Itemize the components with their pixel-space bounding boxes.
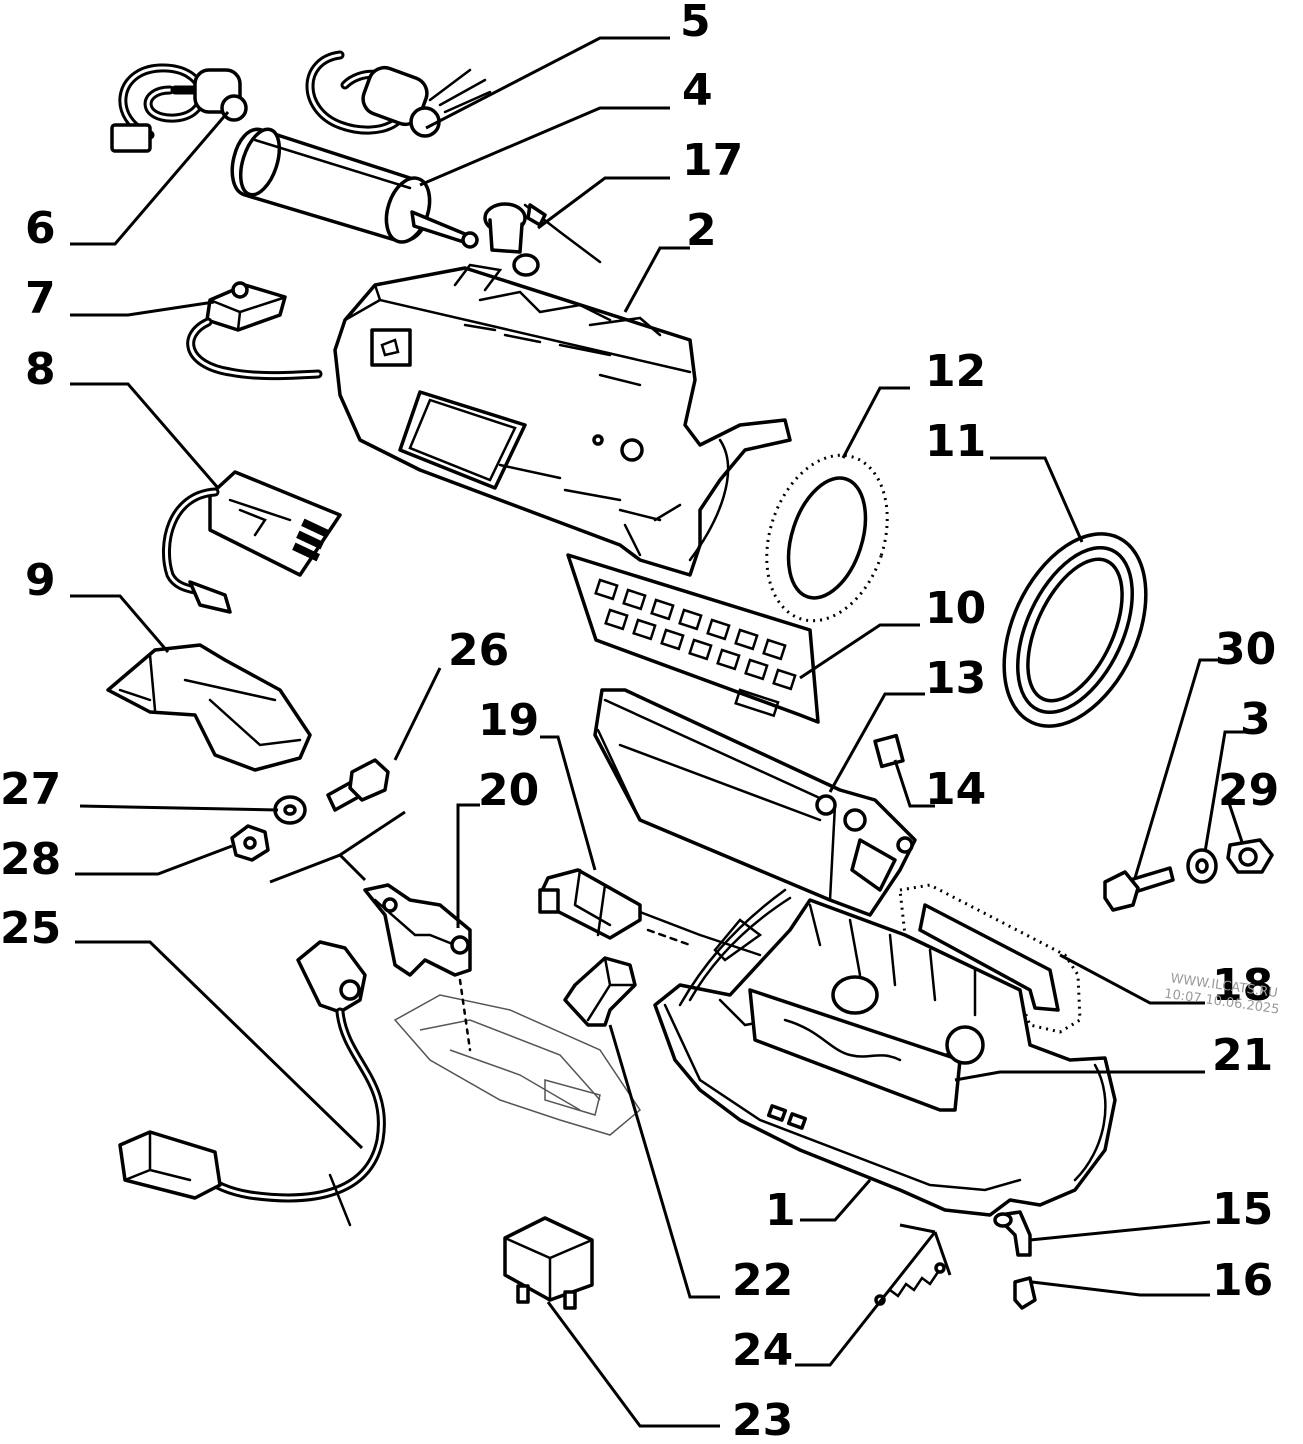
- callout-14: 14: [925, 764, 986, 815]
- callout-6: 6: [25, 203, 56, 254]
- part-7-sensor: [186, 281, 323, 381]
- leader-13: [828, 692, 925, 793]
- part-10-filter-grid: [566, 553, 820, 724]
- part-23-relay: [503, 1216, 594, 1310]
- leader-14: [893, 759, 935, 808]
- callout-4: 4: [682, 65, 713, 116]
- leader-4: [419, 106, 670, 187]
- part-8-control-module: [161, 470, 342, 614]
- leader-1: [800, 1179, 872, 1222]
- leader-25: [75, 940, 364, 1150]
- part-9-flap-bracket: [106, 643, 312, 772]
- callout-8: 8: [25, 344, 56, 395]
- callout-27: 27: [0, 764, 61, 815]
- part-18-gasket-frame: [898, 883, 1082, 1034]
- leader-19: [540, 735, 597, 871]
- leader-2: [623, 246, 690, 313]
- part-11-rubber-ring: [1002, 532, 1148, 728]
- leader-28: [75, 844, 233, 876]
- leader-29: [1225, 798, 1244, 843]
- callout-11: 11: [925, 416, 986, 467]
- leader-9: [70, 594, 170, 653]
- callout-1: 1: [765, 1185, 796, 1236]
- callout-13: 13: [925, 653, 986, 704]
- leader-16: [1031, 1280, 1210, 1297]
- callout-17: 17: [682, 135, 743, 186]
- callout-2: 2: [686, 205, 717, 256]
- callout-5: 5: [680, 0, 711, 47]
- part-27-washer: [273, 795, 307, 825]
- leader-22: [608, 1024, 720, 1299]
- leader-24: [795, 1231, 937, 1367]
- leader-lines: [70, 36, 1245, 1428]
- part-14-small-clip: [873, 733, 905, 769]
- part-4-blower-motor: [230, 127, 479, 249]
- callout-29: 29: [1218, 765, 1279, 816]
- part-13-heater-core: [593, 688, 917, 917]
- leader-11: [990, 456, 1084, 543]
- axis-line: [646, 928, 692, 947]
- part-3-washer: [1186, 848, 1218, 884]
- part-2-upper-housing: [333, 263, 792, 577]
- callout-21: 21: [1212, 1030, 1273, 1081]
- leader-18: [1059, 953, 1205, 1005]
- callout-12: 12: [925, 346, 986, 397]
- callout-22: 22: [732, 1255, 793, 1306]
- part-22-bracket: [563, 956, 637, 1027]
- part-19-actuator: [538, 868, 762, 957]
- part-6-coiled-wire-switch: [110, 63, 248, 153]
- leader-10: [799, 623, 920, 680]
- part-17-valve-fitting: [483, 202, 602, 277]
- callout-28: 28: [0, 834, 61, 885]
- part-26-bolt: [326, 758, 390, 812]
- callout-3: 3: [1240, 694, 1271, 745]
- axis-line: [458, 978, 472, 1052]
- callout-26: 26: [448, 625, 509, 676]
- leader-26: [393, 667, 442, 761]
- part-15-drain-pipe: [993, 1210, 1032, 1257]
- part-16-clamp: [1013, 1276, 1037, 1310]
- leader-3: [1203, 730, 1245, 853]
- callout-16: 16: [1212, 1255, 1273, 1306]
- leader-15: [1029, 1220, 1211, 1242]
- leader-17: [537, 176, 670, 230]
- callout-18: 18: [1212, 960, 1273, 1011]
- leader-21: [954, 1070, 1205, 1082]
- part-1-lower-housing: [653, 888, 1117, 1217]
- callout-25: 25: [0, 903, 61, 954]
- part-29-nut: [1226, 838, 1274, 874]
- part-28-nut: [230, 824, 270, 862]
- leader-27: [79, 804, 279, 812]
- leader-12: [841, 386, 910, 459]
- callout-30: 30: [1215, 624, 1276, 675]
- callout-10: 10: [925, 583, 986, 634]
- part-30-bolt: [1103, 866, 1175, 912]
- callout-20: 20: [478, 765, 539, 816]
- callout-9: 9: [25, 555, 56, 606]
- leader-7: [70, 300, 215, 317]
- leader-8: [70, 382, 220, 489]
- leader-20: [456, 803, 480, 928]
- part-12-foam-seal: [765, 453, 889, 623]
- leader-5: [425, 36, 670, 130]
- part-24-spring: [874, 1262, 946, 1306]
- leader-6: [70, 111, 230, 246]
- callout-24: 24: [732, 1325, 793, 1376]
- part-5-wire-loop-motor: [305, 50, 492, 138]
- leader-23: [546, 1301, 720, 1428]
- ghost-installation-outline: [393, 994, 641, 1136]
- part-25-wiring-harness: [118, 940, 386, 1227]
- leader-30: [1133, 658, 1225, 879]
- callout-23: 23: [732, 1395, 793, 1444]
- callout-15: 15: [1212, 1184, 1273, 1235]
- callout-7: 7: [25, 273, 56, 324]
- part-20-lever: [363, 883, 472, 977]
- callout-19: 19: [478, 695, 539, 746]
